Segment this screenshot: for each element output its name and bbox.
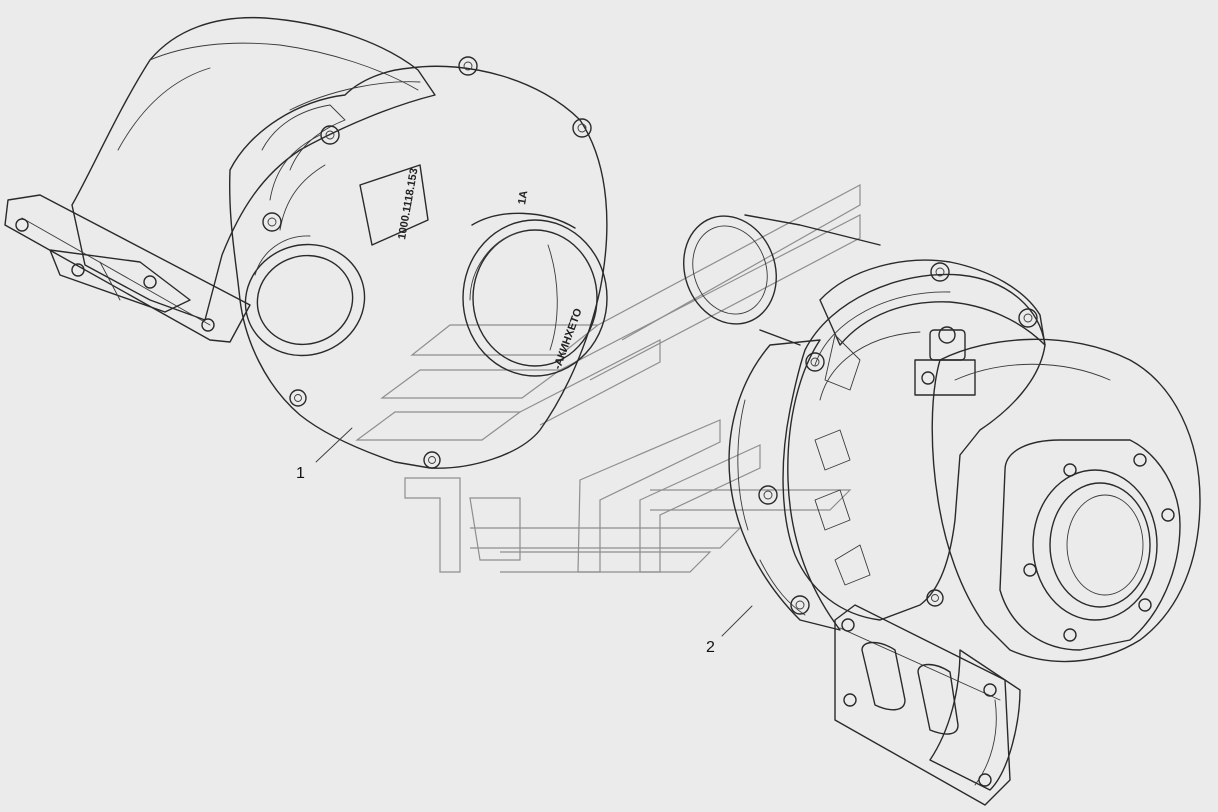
part-number-stamp: 1000.1118.153 bbox=[396, 167, 420, 240]
turbocharger-left: 1000.1118.153 1А -АКИНХЕТО bbox=[4, 16, 608, 469]
callout-1: 1 bbox=[296, 427, 353, 482]
bolt-icon bbox=[758, 262, 1038, 615]
callout-label-1: 1 bbox=[296, 465, 305, 482]
callout-2: 2 bbox=[706, 605, 753, 656]
turbocharger-right bbox=[683, 214, 1201, 806]
side-mark-stamp: 1А bbox=[516, 190, 530, 206]
bolt-icon bbox=[262, 56, 592, 469]
callout-label-2: 2 bbox=[706, 639, 715, 656]
watermark-logo bbox=[355, 183, 861, 573]
